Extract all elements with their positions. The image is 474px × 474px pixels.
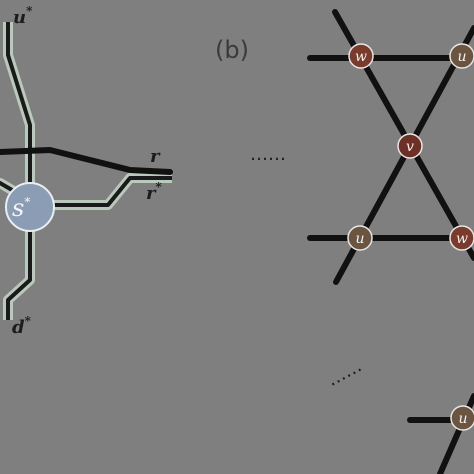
- node-w-top-label: w: [355, 49, 367, 65]
- path-to-u-star-inner: [6, 22, 32, 205]
- label-d-letter: d: [12, 317, 25, 338]
- highlighted-paths: [0, 22, 172, 320]
- label-r-star: r*: [146, 180, 162, 204]
- node-u-corner-circle: [450, 405, 474, 431]
- right-graph: w u v u w u: [307, 9, 474, 474]
- node-u-bottom: u: [347, 225, 373, 251]
- left-graph: s* u* r r* d*: [0, 4, 173, 338]
- node-w-top: w: [348, 43, 374, 69]
- ellipsis-horizontal: ……: [250, 144, 286, 165]
- source-node: s*: [5, 182, 55, 232]
- source-node-marker: *: [24, 195, 30, 209]
- right-graph-edges: [307, 9, 474, 474]
- node-v-center-circle: [397, 133, 423, 159]
- node-u-top-label: u: [457, 49, 466, 65]
- label-u-star: u*: [13, 4, 33, 28]
- node-u-bottom-label: u: [355, 231, 364, 247]
- edge-to-r: [0, 147, 173, 175]
- node-u-corner: u: [450, 405, 474, 431]
- label-d-star: d*: [12, 314, 32, 338]
- source-node-label: s*: [12, 194, 30, 222]
- label-r-star-marker: *: [155, 180, 162, 194]
- node-w-bottom-label: w: [456, 231, 468, 247]
- node-u-corner-label: u: [458, 411, 467, 427]
- ellipsis-diagonal: ……: [324, 355, 366, 390]
- path-to-r-star-inner: [30, 176, 172, 207]
- node-v-center-label: v: [406, 139, 414, 155]
- node-u-top: u: [449, 43, 474, 69]
- node-w-bottom-circle: [449, 225, 474, 251]
- path-left-stub-inner: [0, 181, 14, 192]
- node-u-bottom-circle: [347, 225, 373, 251]
- source-node-circle: [5, 182, 55, 232]
- right-graph-nodes: w u v u w u: [347, 43, 474, 431]
- node-v-center: v: [397, 133, 423, 159]
- source-node-letter: s: [12, 194, 24, 222]
- plain-edges: [0, 147, 173, 175]
- label-u-letter: u: [13, 7, 26, 28]
- label-r-star-letter: r: [146, 183, 157, 204]
- path-to-d-star-inner: [6, 205, 32, 320]
- panel-label: (b): [215, 36, 249, 64]
- label-d-marker: *: [25, 314, 32, 328]
- node-w-bottom: w: [449, 225, 474, 251]
- label-r: r: [150, 146, 161, 167]
- label-u-marker: *: [26, 4, 33, 18]
- node-u-top-circle: [449, 43, 474, 69]
- node-w-top-circle: [348, 43, 374, 69]
